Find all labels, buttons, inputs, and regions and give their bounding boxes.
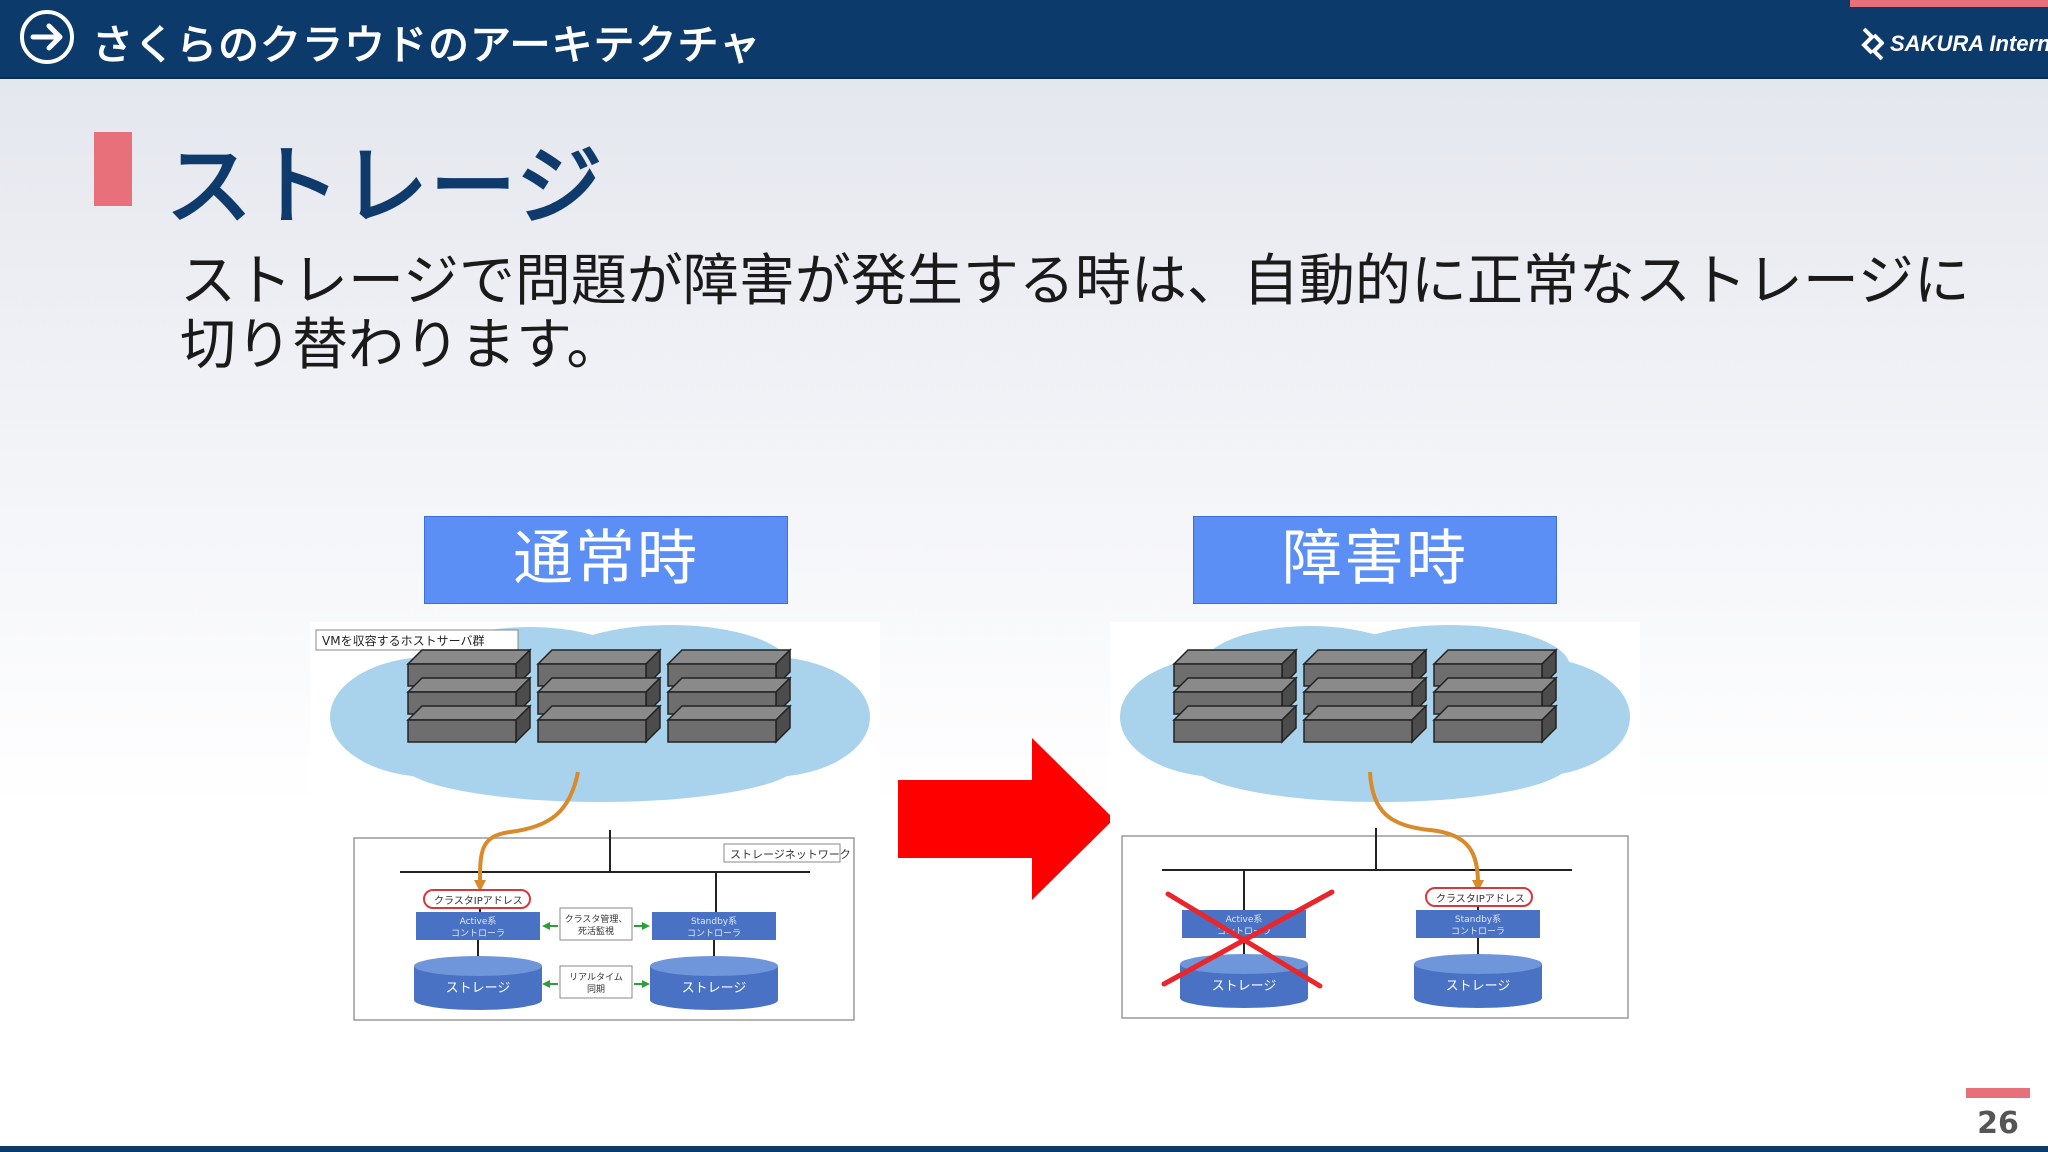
logo: SAKURA Internet	[1858, 24, 2048, 64]
header-accent	[1850, 0, 2048, 7]
standby-controller-line2: コントローラ	[1451, 926, 1505, 937]
monitor-line2: 死活監視	[578, 925, 614, 937]
storage-left-label: ストレージ	[446, 981, 511, 996]
monitor-line1: クラスタ管理、	[565, 913, 628, 925]
label-normal: 通常時	[424, 516, 788, 604]
diagram-failure: クラスタIPアドレス Active系 コントローラ Standby系 コントロー…	[1110, 622, 1640, 1022]
storage-right	[1414, 954, 1542, 1008]
header-title: さくらのクラウドのアーキテクチャ	[92, 21, 762, 69]
storage-right	[650, 956, 778, 1010]
active-controller-line1: Active系	[1226, 914, 1263, 925]
big-red-arrow-icon	[898, 738, 1114, 900]
storage-left	[414, 956, 542, 1010]
host-group-label: VMを収容するホストサーバ群	[322, 633, 484, 648]
page-number-accent	[1966, 1088, 2030, 1098]
arrow-right-circle-icon	[20, 10, 74, 64]
sync-line2: 同期	[587, 984, 605, 995]
active-controller-line2: コントローラ	[451, 928, 505, 939]
sakura-logo-icon	[1861, 27, 1884, 61]
sync-line1: リアルタイム	[569, 972, 623, 983]
standby-controller-line1: Standby系	[1455, 914, 1501, 925]
red-x-icon	[1161, 889, 1335, 989]
standby-controller	[1416, 910, 1540, 938]
header-bar: さくらのクラウドのアーキテクチャ SAKURA Internet	[0, 0, 2048, 79]
server-stacks	[1172, 648, 1558, 744]
server-stacks	[406, 648, 792, 744]
page-number: 26	[1966, 1100, 2030, 1148]
standby-controller-line2: コントローラ	[687, 928, 741, 939]
slide-body: ストレージで問題が障害が発生する時は、自動的に正常なストレージに切り替わります。	[180, 249, 1970, 378]
standby-controller	[652, 912, 776, 940]
storage-left-label: ストレージ	[1212, 979, 1277, 994]
cluster-ip-label: クラスタIPアドレス	[434, 895, 523, 907]
heading-accent-bar	[94, 132, 132, 206]
orange-cable	[478, 771, 580, 885]
logo-text: SAKURA Internet	[1890, 31, 2048, 56]
active-controller-line2: コントローラ	[1217, 926, 1271, 937]
cluster-ip-label: クラスタIPアドレス	[1436, 893, 1525, 905]
active-controller	[416, 912, 540, 940]
bottom-bar	[0, 1146, 2048, 1152]
orange-cable	[1368, 771, 1480, 885]
active-controller-line1: Active系	[460, 916, 497, 927]
diagram-normal: VMを収容するホストサーバ群 ストレージネットワーク クラスタIPアドレス Ac…	[310, 622, 880, 1024]
storage-left	[1180, 954, 1308, 1008]
standby-controller-line1: Standby系	[691, 916, 737, 927]
storage-right-label: ストレージ	[682, 981, 747, 996]
storage-right-label: ストレージ	[1446, 979, 1511, 994]
network-label: ストレージネットワーク	[730, 848, 851, 861]
slide-heading: ストレージ	[166, 137, 605, 237]
label-failure: 障害時	[1193, 516, 1557, 604]
